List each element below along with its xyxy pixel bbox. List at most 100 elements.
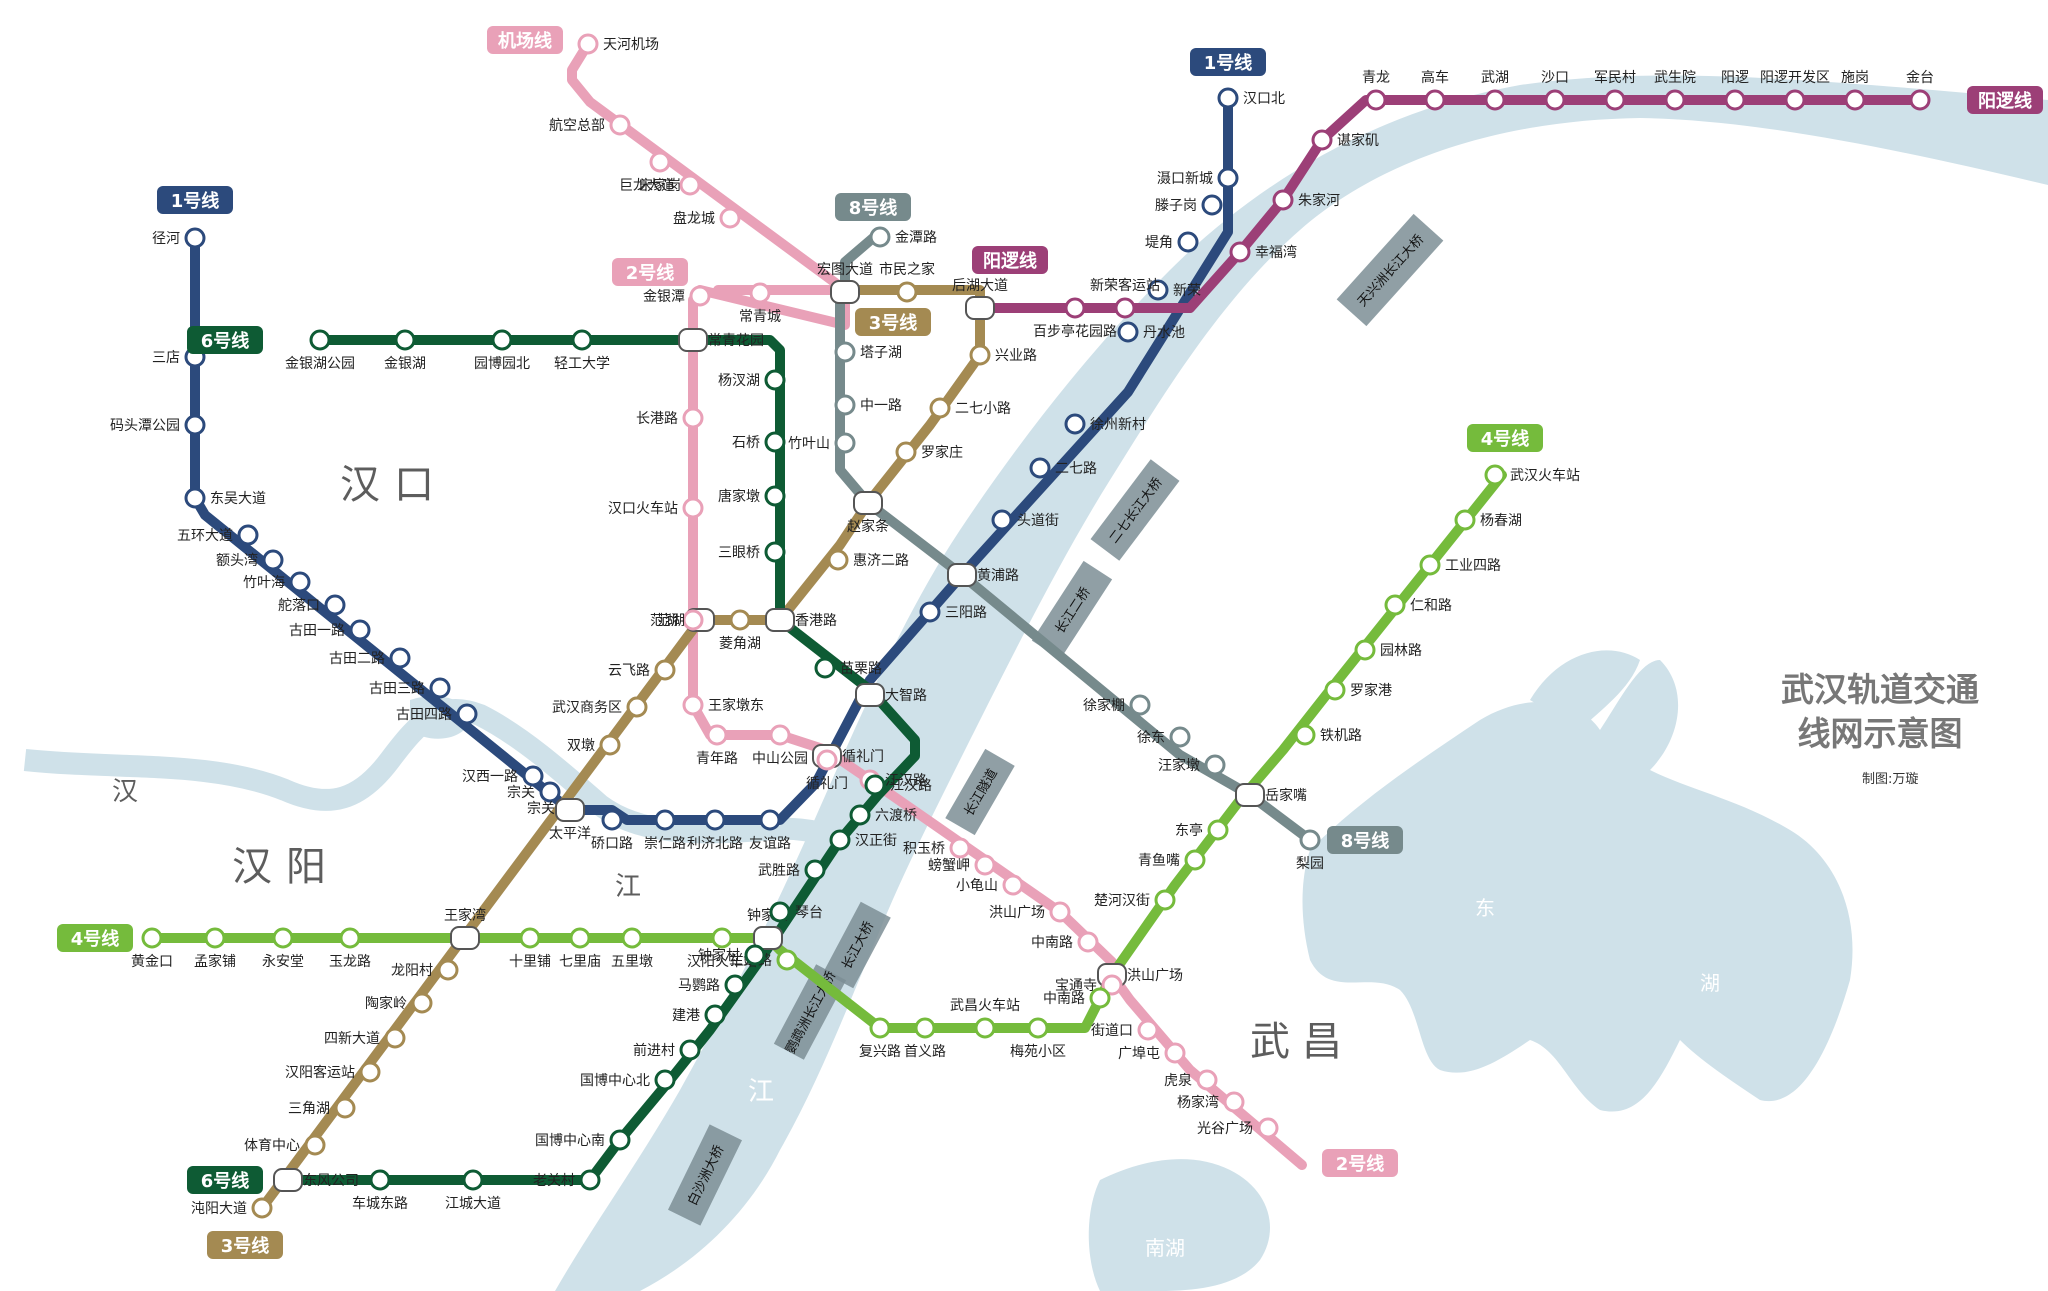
line-badge-line1[interactable]: 1号线 (1190, 48, 1266, 76)
station-line6-18[interactable] (724, 974, 746, 996)
station-line2-1[interactable] (749, 282, 771, 304)
station-line4-13[interactable] (974, 1017, 996, 1039)
station-line1-28[interactable] (184, 487, 206, 509)
station-line3-12[interactable] (626, 696, 648, 718)
station-yangluo-10[interactable] (1604, 89, 1626, 111)
station-line4-5[interactable] (519, 927, 541, 949)
station-line6-5[interactable] (764, 369, 786, 391)
station-line1-0[interactable] (1217, 87, 1239, 109)
station-line2-10[interactable] (816, 749, 838, 771)
station-line4-26[interactable] (1454, 509, 1476, 531)
station-line3-13[interactable] (599, 734, 621, 756)
station-line2-13[interactable] (974, 854, 996, 876)
station-airport-0[interactable] (577, 33, 599, 55)
station-line4-2[interactable] (272, 927, 294, 949)
station-line6-1[interactable] (394, 329, 416, 351)
station-line4-12[interactable] (914, 1017, 936, 1039)
station-line6-7[interactable] (764, 485, 786, 507)
station-line1-24[interactable] (324, 594, 346, 616)
station-line4-10[interactable] (776, 949, 798, 971)
station-yangluo-1[interactable] (1064, 297, 1086, 319)
station-line8-4[interactable] (834, 432, 856, 454)
station-line2-20[interactable] (1196, 1069, 1218, 1091)
station-line3-23[interactable] (251, 1197, 273, 1219)
interchange-marker[interactable] (765, 608, 795, 632)
station-line4-27[interactable] (1484, 464, 1506, 486)
line-badge-line4[interactable]: 4号线 (1467, 424, 1543, 452)
station-line1-14[interactable] (704, 809, 726, 831)
station-line3-9[interactable] (729, 609, 751, 631)
station-line1-22[interactable] (389, 647, 411, 669)
station-line4-24[interactable] (1384, 594, 1406, 616)
station-yangluo-4[interactable] (1272, 189, 1294, 211)
station-line6-10[interactable] (814, 657, 836, 679)
interchange-marker[interactable] (855, 683, 885, 707)
station-line6-23[interactable] (579, 1169, 601, 1191)
station-line4-14[interactable] (1027, 1017, 1049, 1039)
station-line2-5[interactable] (682, 497, 704, 519)
station-line2-9[interactable] (769, 724, 791, 746)
station-line2-7[interactable] (682, 694, 704, 716)
station-line8-8[interactable] (1169, 726, 1191, 748)
station-line3-5[interactable] (895, 441, 917, 463)
station-line3-17[interactable] (411, 992, 433, 1014)
station-line6-0[interactable] (309, 329, 331, 351)
line-badge-yangluo[interactable]: 阳逻线 (972, 246, 1048, 274)
station-airport-3[interactable] (679, 174, 701, 196)
line-badge-line6[interactable]: 6号线 (187, 326, 263, 354)
station-line6-17[interactable] (744, 944, 766, 966)
station-line8-0[interactable] (869, 226, 891, 248)
station-line3-11[interactable] (654, 659, 676, 681)
station-line4-6[interactable] (569, 927, 591, 949)
station-line8-2[interactable] (834, 341, 856, 363)
line-badge-line3[interactable]: 3号线 (207, 1231, 283, 1259)
interchange-marker[interactable] (947, 563, 977, 587)
station-line3-1[interactable] (896, 281, 918, 303)
interchange-marker[interactable] (830, 280, 860, 304)
station-airport-4[interactable] (719, 207, 741, 229)
station-line4-17[interactable] (1154, 889, 1176, 911)
station-line4-8[interactable] (711, 927, 733, 949)
line-badge-line4[interactable]: 4号线 (57, 924, 133, 952)
station-line6-24[interactable] (462, 1169, 484, 1191)
interchange-marker[interactable] (678, 328, 708, 352)
line-badge-line2[interactable]: 2号线 (1322, 1149, 1398, 1177)
station-line1-1[interactable] (1217, 167, 1239, 189)
line-badge-line8[interactable]: 8号线 (835, 193, 911, 221)
station-line4-21[interactable] (1294, 724, 1316, 746)
station-line1-19[interactable] (522, 765, 544, 787)
station-line1-6[interactable] (1064, 413, 1086, 435)
station-line2-14[interactable] (1002, 874, 1024, 896)
station-line1-23[interactable] (349, 619, 371, 641)
line-badge-yangluo[interactable]: 阳逻线 (1967, 86, 2043, 114)
station-line1-16[interactable] (601, 809, 623, 831)
station-line6-8[interactable] (764, 541, 786, 563)
line-badge-line1[interactable]: 1号线 (157, 186, 233, 214)
interchange-marker[interactable] (1235, 783, 1265, 807)
station-line4-7[interactable] (621, 927, 643, 949)
interchange-marker[interactable] (273, 1168, 303, 1192)
station-line8-9[interactable] (1204, 754, 1226, 776)
station-yangluo-2[interactable] (1114, 297, 1136, 319)
station-line4-23[interactable] (1354, 639, 1376, 661)
station-line6-2[interactable] (491, 329, 513, 351)
station-line2-8[interactable] (706, 724, 728, 746)
station-line1-5[interactable] (1117, 321, 1139, 343)
station-line1-29[interactable] (184, 414, 206, 436)
line-badge-airport[interactable]: 机场线 (487, 26, 563, 54)
station-line4-22[interactable] (1324, 679, 1346, 701)
station-line4-3[interactable] (339, 927, 361, 949)
station-line4-19[interactable] (1207, 819, 1229, 841)
station-line1-2[interactable] (1201, 194, 1223, 216)
station-line6-3[interactable] (571, 329, 593, 351)
station-line6-22[interactable] (609, 1129, 631, 1151)
station-line6-21[interactable] (654, 1069, 676, 1091)
station-line2-12[interactable] (949, 837, 971, 859)
line-badge-line6[interactable]: 6号线 (187, 1166, 263, 1194)
station-line4-15[interactable] (1089, 987, 1111, 1009)
station-line6-25[interactable] (369, 1169, 391, 1191)
station-line1-15[interactable] (654, 809, 676, 831)
line-badge-line2[interactable]: 2号线 (612, 258, 688, 286)
station-line6-6[interactable] (764, 431, 786, 453)
station-yangluo-12[interactable] (1724, 89, 1746, 111)
